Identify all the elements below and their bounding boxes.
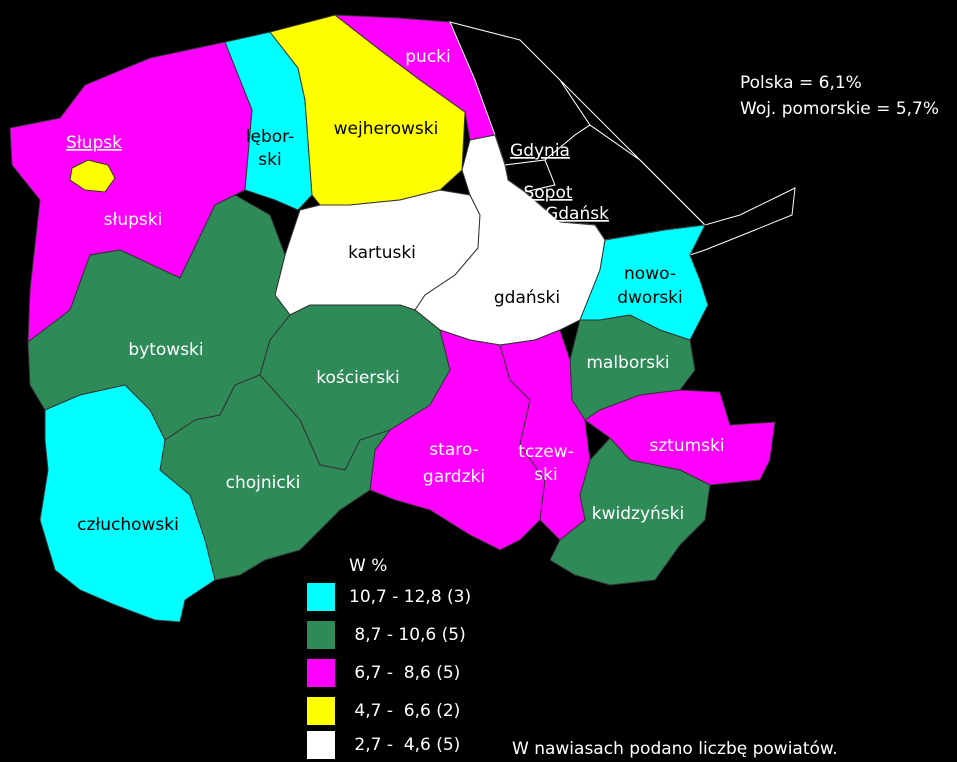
legend-label: 4,7 - 6,6 (2) [349, 701, 461, 721]
label-gdynia: Gdynia [510, 141, 570, 161]
label-slupsk: Słupsk [66, 133, 122, 153]
label-leborski-1: lębor- [246, 127, 294, 147]
stats-box: Polska = 6,1% Woj. pomorskie = 5,7% [740, 70, 939, 122]
label-sopot: Sopot [523, 183, 572, 203]
label-wejherowski: wejherowski [334, 119, 439, 139]
stats-poland: Polska = 6,1% [740, 73, 862, 93]
label-sztumski: sztumski [649, 436, 724, 456]
label-bytowski: bytowski [128, 340, 203, 360]
legend-swatch [307, 731, 335, 759]
legend-swatch [307, 621, 335, 649]
legend-item: 8,7 - 10,6 (5) [307, 620, 466, 650]
region-czluchowski[interactable] [39, 384, 216, 623]
legend-swatch [307, 583, 335, 611]
legend-swatch [307, 697, 335, 725]
legend-label: 2,7 - 4,6 (5) [349, 735, 461, 755]
legend-item: 10,7 - 12,8 (3) [307, 582, 471, 612]
legend-item: 2,7 - 4,6 (5) [307, 730, 460, 760]
label-chojnicki: chojnicki [226, 473, 301, 493]
label-tczewski-1: tczew- [518, 442, 573, 462]
label-malborski: malborski [586, 353, 669, 373]
label-nowodworski-1: nowo- [624, 264, 676, 284]
label-kwidzynski: kwidzyński [592, 504, 684, 524]
legend-swatch [307, 659, 335, 687]
label-gdanski: gdański [494, 288, 560, 308]
label-slupski: słupski [104, 210, 163, 230]
stats-voivodeship: Woj. pomorskie = 5,7% [740, 99, 940, 119]
label-pucki: pucki [405, 47, 450, 67]
label-koscierski: kościerski [316, 368, 399, 388]
label-starogardzki-1: staro- [429, 440, 478, 460]
region-kwidzynski[interactable] [549, 437, 711, 586]
label-nowodworski-2: dworski [617, 288, 683, 308]
legend-item: 6,7 - 8,6 (5) [307, 658, 460, 688]
label-leborski-2: ski [258, 150, 281, 170]
label-tczewski-2: ski [534, 465, 557, 485]
legend-label: 6,7 - 8,6 (5) [349, 663, 461, 683]
legend-title: W % [349, 556, 388, 576]
label-kartuski: kartuski [348, 243, 416, 263]
city-slupsk[interactable] [69, 159, 116, 193]
label-czluchowski: człuchowski [77, 515, 179, 535]
legend-label: 8,7 - 10,6 (5) [349, 625, 466, 645]
legend-item: 4,7 - 6,6 (2) [307, 696, 460, 726]
label-gdansk: Gdańsk [545, 204, 609, 224]
legend-label: 10,7 - 12,8 (3) [349, 587, 472, 607]
label-starogardzki-2: gardzki [423, 467, 485, 487]
footnote: W nawiasach podano liczbę powiatów. [512, 739, 838, 759]
